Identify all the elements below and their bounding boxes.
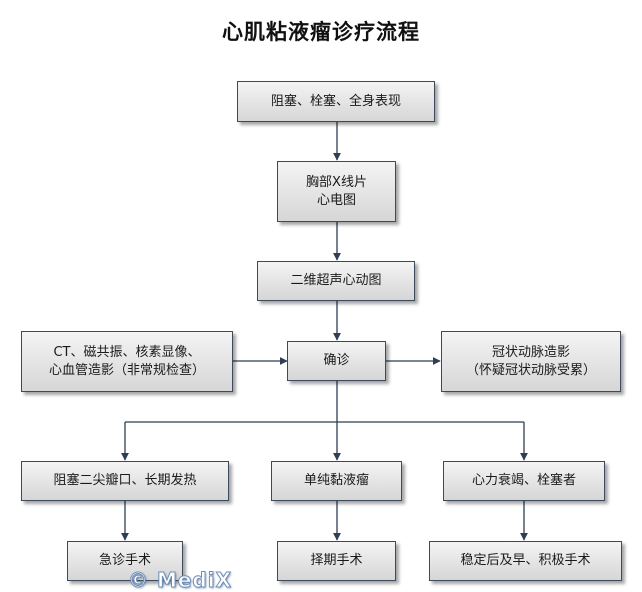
medix-watermark: © MediX xyxy=(127,568,233,592)
flowchart-title: 心肌粘液瘤诊疗流程 xyxy=(222,19,420,44)
node-symptoms-line-1: 阻塞、栓塞、全身表现 xyxy=(270,93,401,109)
node-emergency-line-1: 急诊手术 xyxy=(98,553,151,568)
node-symptoms: 阻塞、栓塞、全身表现 xyxy=(237,81,435,122)
node-coronary-angiography: 冠状动脉造影 （怀疑冠状动脉受累） xyxy=(441,331,621,392)
node-heart-failure-line-1: 心力衰竭、栓塞者 xyxy=(471,473,576,488)
node-chest-xray-line-2: 心电图 xyxy=(316,192,356,208)
node-elective-line-1: 择期手术 xyxy=(310,553,363,568)
node-imaging-line-1: CT、磁共振、核素显像、 xyxy=(53,344,201,360)
node-early-line-1: 稳定后及早、积极手术 xyxy=(460,553,591,568)
node-advanced-imaging: CT、磁共振、核素显像、 心血管造影（非常规检查） xyxy=(21,331,233,392)
node-chest-xray-ecg: 胸部X线片 心电图 xyxy=(277,161,396,222)
node-imaging-line-2: 心血管造影（非常规检查） xyxy=(48,362,205,378)
node-echo-line-1: 二维超声心动图 xyxy=(290,273,382,288)
node-echocardiogram: 二维超声心动图 xyxy=(257,261,415,301)
node-angiography-line-2: （怀疑冠状动脉受累） xyxy=(465,362,596,378)
node-angiography-line-1: 冠状动脉造影 xyxy=(491,344,570,360)
node-simple-myxoma: 单纯黏液瘤 xyxy=(271,461,402,501)
node-obstruction-line-1: 阻塞二尖瓣口、长期发热 xyxy=(53,473,197,488)
node-simple-myxoma-line-1: 单纯黏液瘤 xyxy=(303,473,369,488)
node-heart-failure-embolism: 心力衰竭、栓塞者 xyxy=(443,461,605,501)
node-early-surgery: 稳定后及早、积极手术 xyxy=(429,541,622,581)
node-diagnosis-line-1: 确诊 xyxy=(323,353,350,368)
node-elective-surgery: 择期手术 xyxy=(277,541,396,581)
node-mitral-obstruction: 阻塞二尖瓣口、长期发热 xyxy=(21,461,229,501)
node-emergency-surgery: 急诊手术 xyxy=(67,541,183,581)
node-diagnosis: 确诊 xyxy=(287,341,386,381)
node-chest-xray-line-1: 胸部X线片 xyxy=(306,174,367,190)
